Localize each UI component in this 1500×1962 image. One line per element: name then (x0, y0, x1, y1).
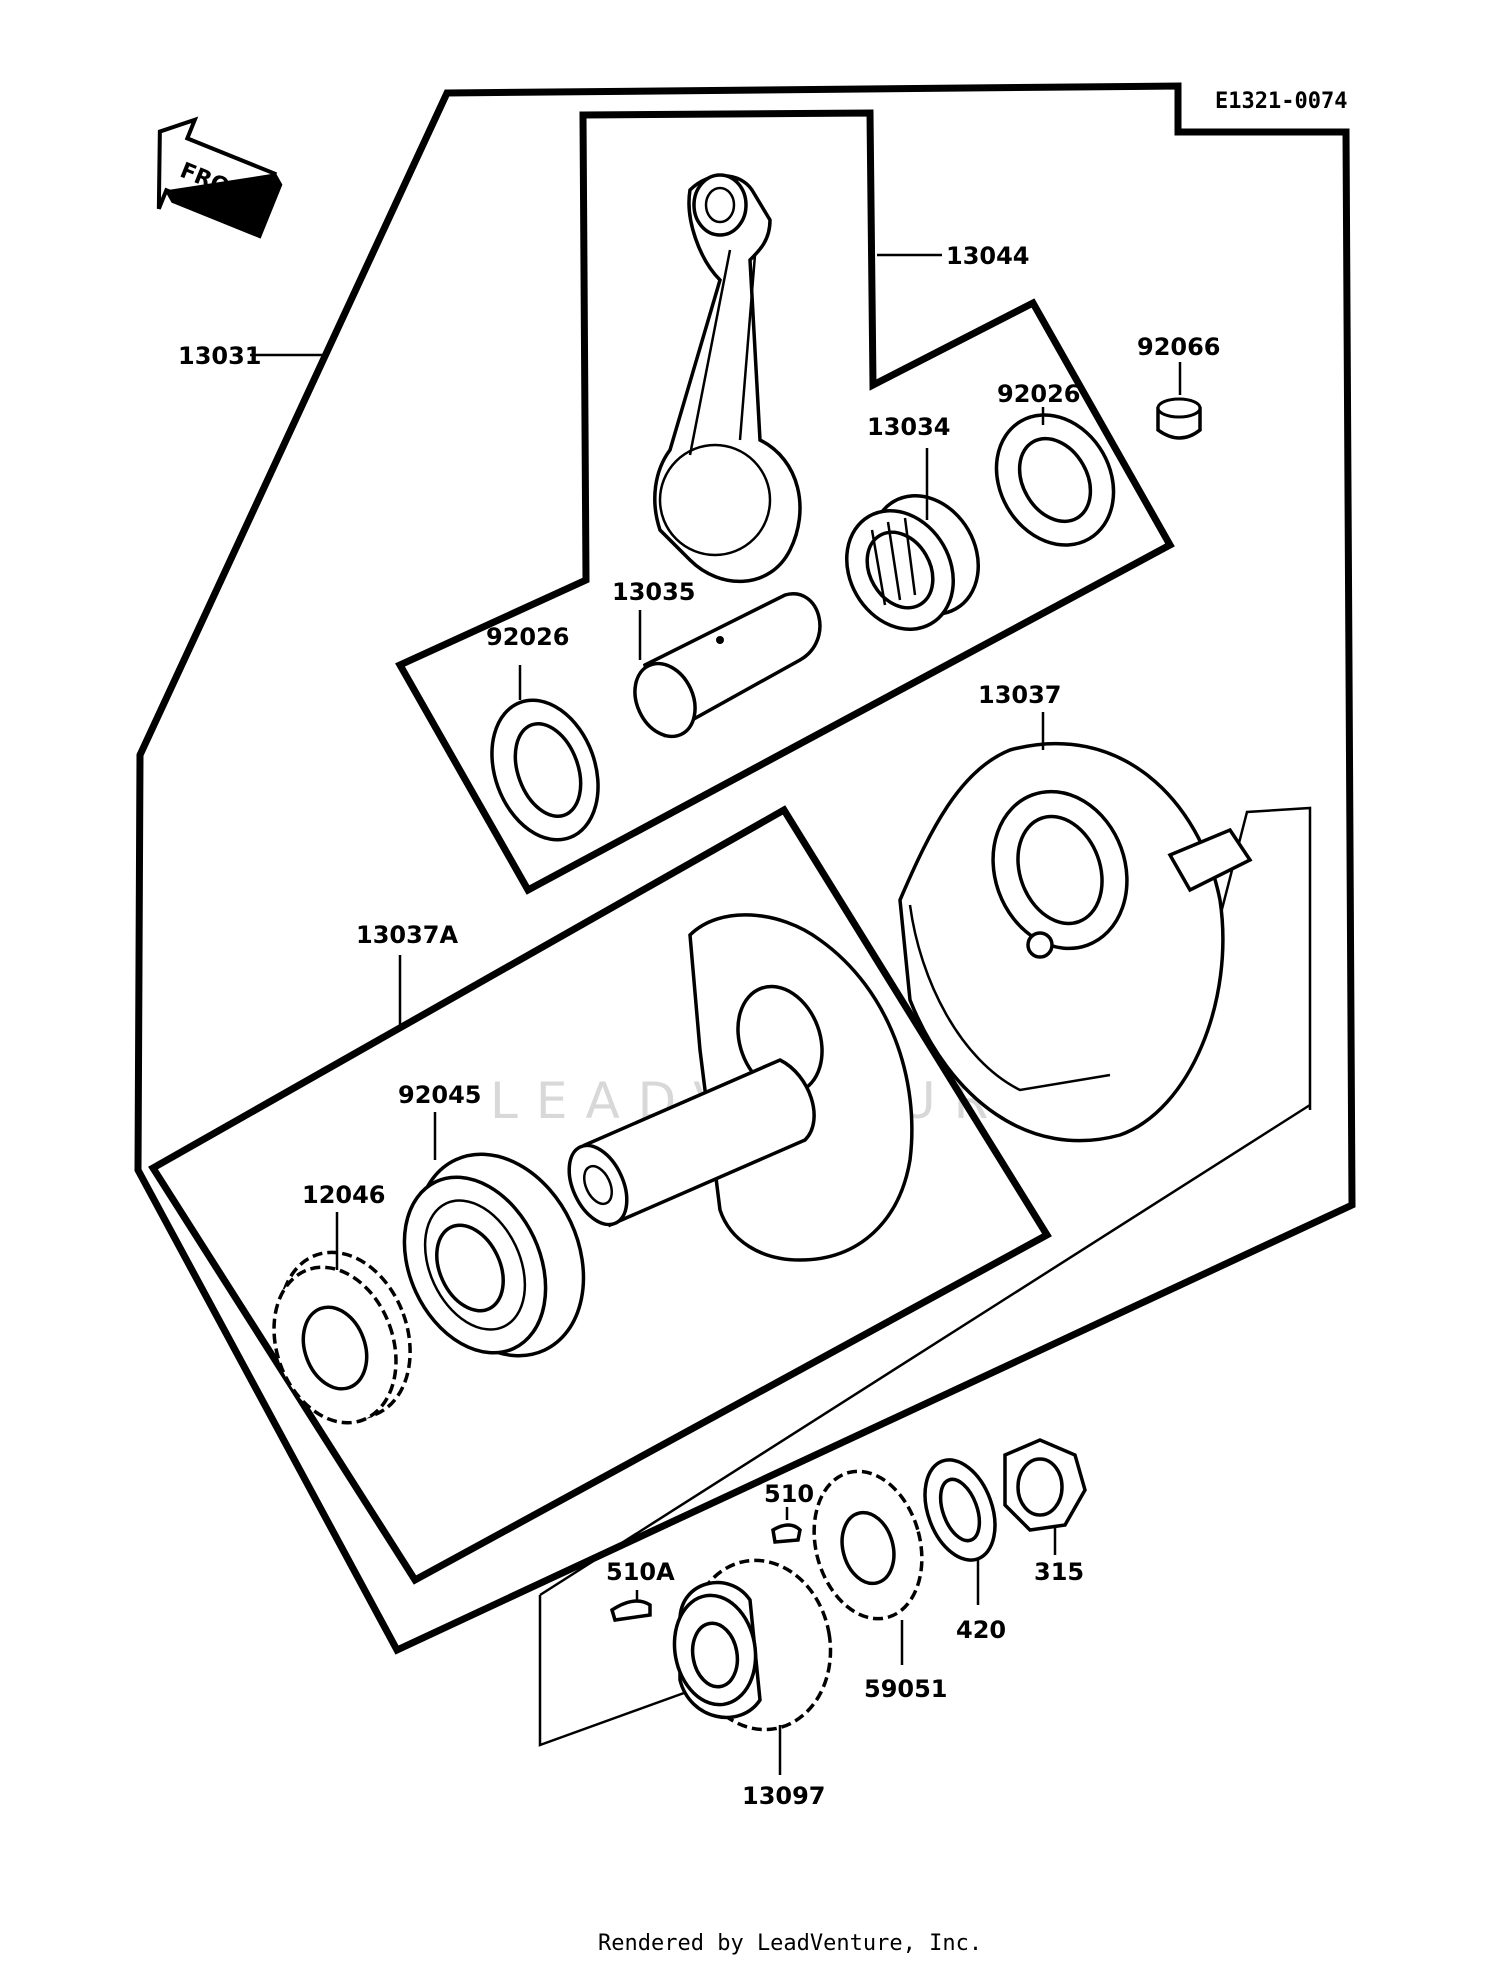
connecting-rod-kit-outline (395, 109, 1175, 895)
13037a-crank-half (567, 913, 914, 1262)
420-washer (923, 1458, 997, 1562)
label-420: 420 (956, 1616, 1006, 1644)
13097-gear (672, 1558, 833, 1732)
label-13035: 13035 (612, 578, 696, 606)
13037-crank-half (898, 741, 1253, 1143)
timing-gear-group-outline (538, 1103, 1311, 1747)
label-13044: 13044 (946, 242, 1030, 270)
label-92045: 92045 (398, 1081, 482, 1109)
13035-crank-pin (633, 592, 822, 739)
label-92026-left: 92026 (486, 623, 570, 651)
label-13037: 13037 (978, 681, 1062, 709)
label-12046: 12046 (302, 1181, 386, 1209)
510a-key (609, 1599, 652, 1622)
92066-part (1156, 397, 1202, 440)
label-92026-top: 92026 (997, 380, 1081, 408)
label-92066: 92066 (1137, 333, 1221, 361)
label-59051: 59051 (864, 1675, 948, 1703)
diagram-code: E1321-0074 (1215, 89, 1347, 114)
13034-needle-bearing (844, 494, 981, 631)
label-315: 315 (1034, 1558, 1084, 1586)
315-nut (1003, 1438, 1087, 1532)
label-510: 510 (764, 1480, 814, 1508)
label-13034: 13034 (867, 413, 951, 441)
footer-credit: Rendered by LeadVenture, Inc. (598, 1931, 982, 1956)
crankshaft-half-outline (148, 805, 1052, 1585)
92026-washer-top (994, 413, 1116, 547)
label-13031: 13031 (178, 342, 262, 370)
92045-ball-bearing (402, 1152, 586, 1358)
92026-washer-left (490, 698, 600, 842)
crankshaft-half-right-outline (1203, 806, 1312, 1110)
label-13037a: 13037A (356, 921, 458, 949)
label-13097: 13097 (742, 1782, 826, 1810)
510-key (771, 1523, 802, 1544)
front-arrow-icon: FRONT (156, 116, 283, 239)
12046-gear (272, 1250, 412, 1425)
crankshaft-assembly-outline (134, 82, 1356, 1655)
connecting-rod (653, 173, 802, 583)
59051-gear (812, 1469, 924, 1621)
label-510a: 510A (606, 1558, 675, 1586)
